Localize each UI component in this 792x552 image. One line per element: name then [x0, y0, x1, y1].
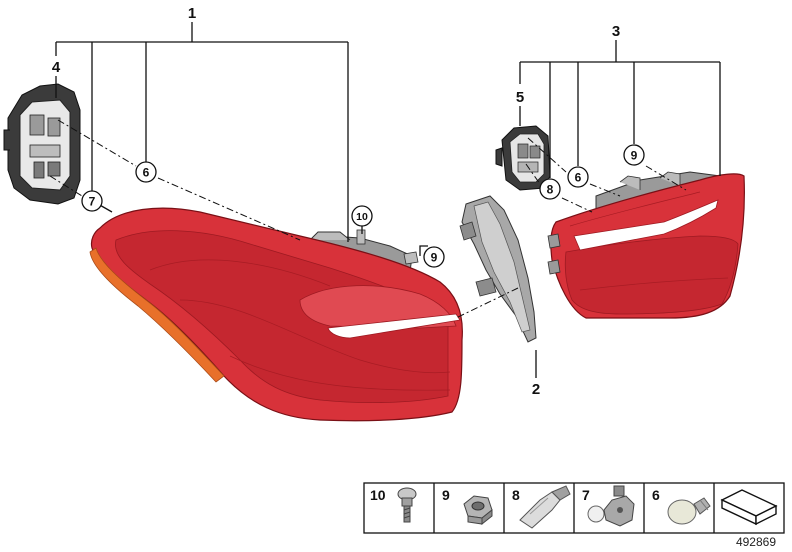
callout-1: 1	[188, 5, 196, 22]
svg-text:9: 9	[431, 251, 438, 265]
strip-cell-10: 10	[370, 487, 417, 523]
callout-10: 10	[351, 205, 373, 227]
inner-bulb-holder	[495, 125, 551, 191]
cover-trim	[459, 195, 537, 343]
svg-text:8: 8	[512, 487, 520, 503]
callout-2: 2	[532, 381, 540, 398]
kit-symbol-icon	[720, 489, 778, 526]
callout-8-right: 8	[539, 178, 561, 200]
callout-9-left: 9	[423, 246, 445, 268]
strip-cell-7: 7	[582, 485, 635, 527]
svg-text:6: 6	[652, 487, 660, 503]
svg-text:10: 10	[370, 487, 386, 503]
strip-cell-kit	[720, 489, 778, 526]
callout-5: 5	[516, 89, 524, 106]
ball-bulb-icon	[667, 497, 711, 525]
svg-text:7: 7	[89, 195, 96, 209]
svg-text:9: 9	[442, 487, 450, 503]
strip-cell-8: 8	[512, 485, 571, 529]
bulb-socket-icon	[587, 485, 635, 527]
svg-text:9: 9	[631, 149, 638, 163]
callout-3: 3	[612, 23, 620, 40]
leader-lines	[55, 22, 721, 378]
svg-text:10: 10	[356, 211, 368, 223]
wedge-bulb-icon	[519, 485, 571, 529]
hex-nut-icon	[463, 495, 493, 526]
svg-text:6: 6	[575, 171, 582, 185]
svg-text:6: 6	[143, 166, 150, 180]
callout-9-right: 9	[623, 144, 645, 166]
parts-strip: 10 9 8	[363, 482, 785, 534]
document-id: 492869	[736, 535, 776, 549]
screw-icon	[397, 487, 417, 523]
strip-cell-9: 9	[442, 487, 493, 526]
callout-4: 4	[52, 59, 61, 76]
callout-6-right: 6	[567, 166, 589, 188]
callout-labels: 1 4 3 5 2 6 7 10 9 8 6 9	[52, 5, 645, 398]
callout-6-left: 6	[135, 161, 157, 183]
outer-bulb-holder	[3, 83, 81, 205]
strip-cell-6: 6	[652, 487, 711, 525]
inner-tail-lamp	[547, 171, 745, 319]
svg-text:8: 8	[547, 183, 554, 197]
callout-7-left: 7	[81, 190, 103, 212]
outer-tail-lamp	[89, 207, 463, 422]
svg-text:7: 7	[582, 487, 590, 503]
assembly-lines	[49, 119, 687, 319]
